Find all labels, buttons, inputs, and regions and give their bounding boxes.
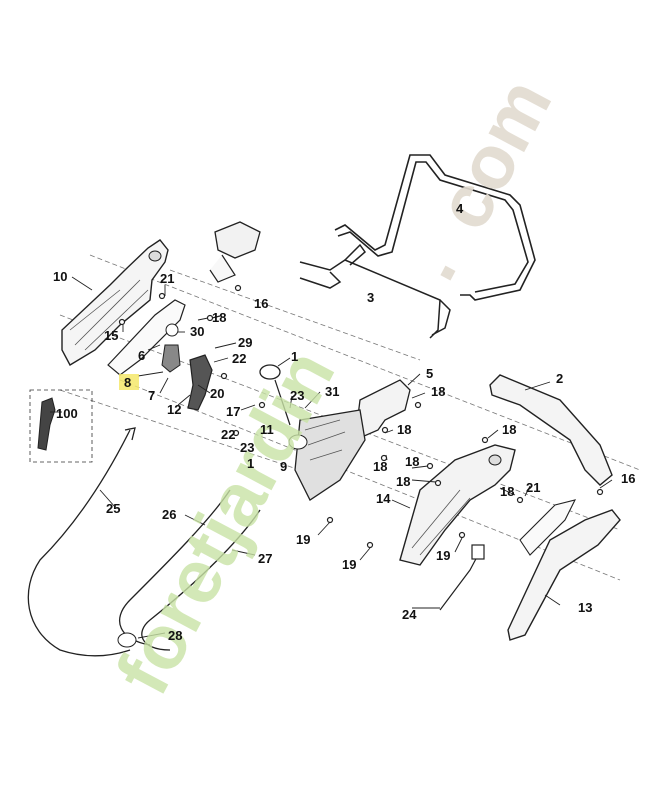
callout-2: 2 <box>556 371 563 386</box>
part-14-right-bracket <box>399 444 516 566</box>
leader-lines <box>50 276 613 639</box>
callout-4: 4 <box>456 201 464 216</box>
part-1-knob <box>259 364 291 426</box>
callout-21: 21 <box>160 271 174 286</box>
part-28-connector <box>117 632 137 648</box>
callout-29: 29 <box>238 335 252 350</box>
callout-18: 18 <box>397 422 411 437</box>
callout-1: 1 <box>247 456 254 471</box>
callout-1: 1 <box>291 349 298 364</box>
watermark-tld: com <box>420 65 568 243</box>
watermark-main: foretjardin <box>100 336 351 708</box>
cable-25 <box>27 427 136 657</box>
highlight-part-8 <box>119 374 139 390</box>
callout-11: 11 <box>260 422 274 437</box>
callout-7: 7 <box>148 388 155 403</box>
part-5-center-bracket <box>288 379 411 501</box>
callout-8: 8 <box>124 375 131 390</box>
callout-18: 18 <box>373 459 387 474</box>
callout-18: 18 <box>396 474 410 489</box>
callout-19: 19 <box>296 532 310 547</box>
part-12-lever <box>161 344 213 411</box>
callout-26: 26 <box>162 507 176 522</box>
callout-22: 22 <box>232 351 246 366</box>
callout-18: 18 <box>405 454 419 469</box>
callout-20: 20 <box>210 386 224 401</box>
callout-17: 17 <box>226 404 240 419</box>
part-100-inset <box>29 389 93 463</box>
callout-22: 22 <box>221 427 235 442</box>
callout-25: 25 <box>106 501 120 516</box>
part-4-bail-wire <box>334 154 536 301</box>
callout-30: 30 <box>190 324 204 339</box>
callout-18: 18 <box>500 484 514 499</box>
part-lever-plate <box>107 299 186 376</box>
callout-18: 18 <box>431 384 445 399</box>
callout-23: 23 <box>290 388 304 403</box>
callout-13: 13 <box>578 600 592 615</box>
callout-14: 14 <box>376 491 391 506</box>
callout-23: 23 <box>240 440 254 455</box>
callout-27: 27 <box>258 551 272 566</box>
callout-19: 19 <box>342 557 356 572</box>
callout-28: 28 <box>168 628 182 643</box>
callout-31: 31 <box>325 384 339 399</box>
callout-12: 12 <box>167 402 181 417</box>
callout-19: 19 <box>436 548 450 563</box>
part-10-left-bracket <box>61 239 169 366</box>
callout-18: 18 <box>502 422 516 437</box>
part-13-lower-tube <box>507 499 621 641</box>
callout-9: 9 <box>280 459 287 474</box>
callout-6: 6 <box>138 348 145 363</box>
cable-24 <box>439 544 485 611</box>
callout-21: 21 <box>526 480 540 495</box>
callout-5: 5 <box>426 366 433 381</box>
part-2-upper-tube <box>489 374 613 486</box>
callout-24: 24 <box>402 607 417 622</box>
callout-16: 16 <box>621 471 635 486</box>
callout-10: 10 <box>53 269 67 284</box>
callout-100: 100 <box>56 406 78 421</box>
part-3-wire-frame <box>299 243 451 339</box>
callout-15: 15 <box>104 328 118 343</box>
callout-labels: 10 21 16 18 15 30 29 6 22 1 8 5 2 7 20 1… <box>53 201 635 643</box>
callout-3: 3 <box>367 290 374 305</box>
callout-16: 16 <box>254 296 268 311</box>
callout-18: 18 <box>212 310 226 325</box>
part-16-top-bracket <box>209 221 261 283</box>
